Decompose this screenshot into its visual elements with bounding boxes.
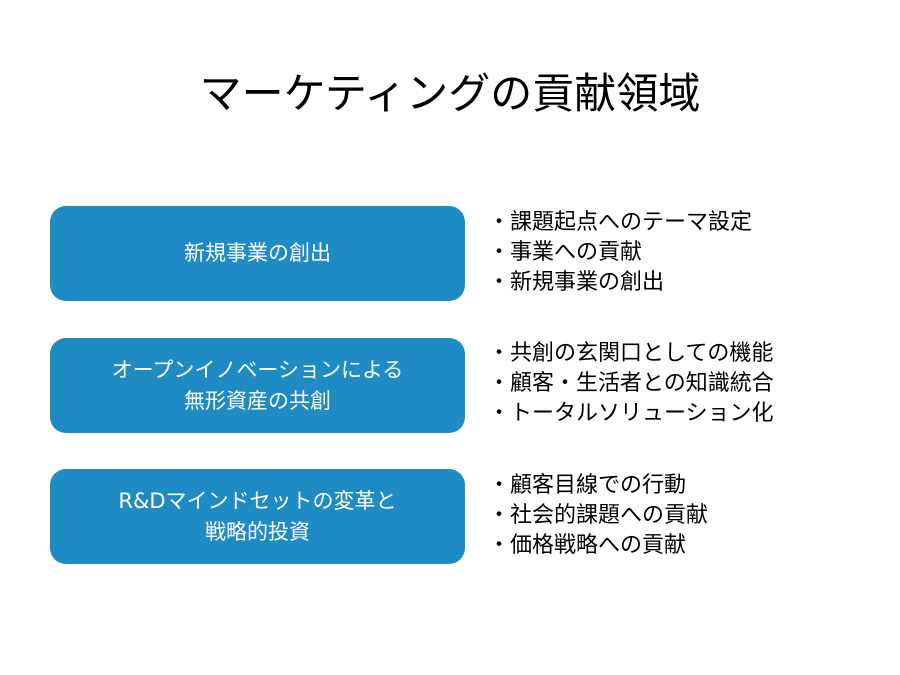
list-item: ・トータルソリューション化 bbox=[488, 401, 774, 426]
slide-title: マーケティングの貢献領域 bbox=[199, 69, 701, 118]
box-label: 無形資産の共創 bbox=[184, 388, 331, 413]
list-item: ・社会的課題への貢献 bbox=[488, 503, 709, 528]
area-box-rnd-mindset: R&Dマインドセットの変革と 戦略的投資 bbox=[50, 469, 465, 564]
area-box-new-business: 新規事業の創出 bbox=[50, 206, 465, 301]
list-item: ・顧客目線での行動 bbox=[488, 473, 687, 498]
list-item: ・共創の玄関口としての機能 bbox=[488, 341, 774, 366]
bullet-list-rnd-mindset: ・顧客目線での行動 ・社会的課題への貢献 ・価格戦略への貢献 bbox=[488, 471, 708, 561]
box-label: オープンイノベーションによる bbox=[111, 357, 404, 382]
list-item: ・価格戦略への貢献 bbox=[488, 533, 687, 558]
list-item: ・顧客・生活者との知識統合 bbox=[488, 371, 774, 396]
list-item: ・事業への貢献 bbox=[488, 240, 643, 265]
area-box-open-innovation: オープンイノベーションによる 無形資産の共創 bbox=[50, 338, 465, 433]
box-label: 新規事業の創出 bbox=[184, 241, 331, 265]
bullet-list-open-innovation: ・共創の玄関口としての機能 ・顧客・生活者との知識統合 ・トータルソリューション… bbox=[488, 339, 774, 429]
bullet-list-new-business: ・課題起点へのテーマ設定 ・事業への貢献 ・新規事業の創出 bbox=[488, 208, 752, 298]
box-label: R&Dマインドセットの変革と bbox=[118, 488, 397, 513]
list-item: ・新規事業の創出 bbox=[488, 270, 665, 295]
box-label: 戦略的投資 bbox=[205, 519, 310, 544]
list-item: ・課題起点へのテーマ設定 bbox=[488, 210, 753, 235]
